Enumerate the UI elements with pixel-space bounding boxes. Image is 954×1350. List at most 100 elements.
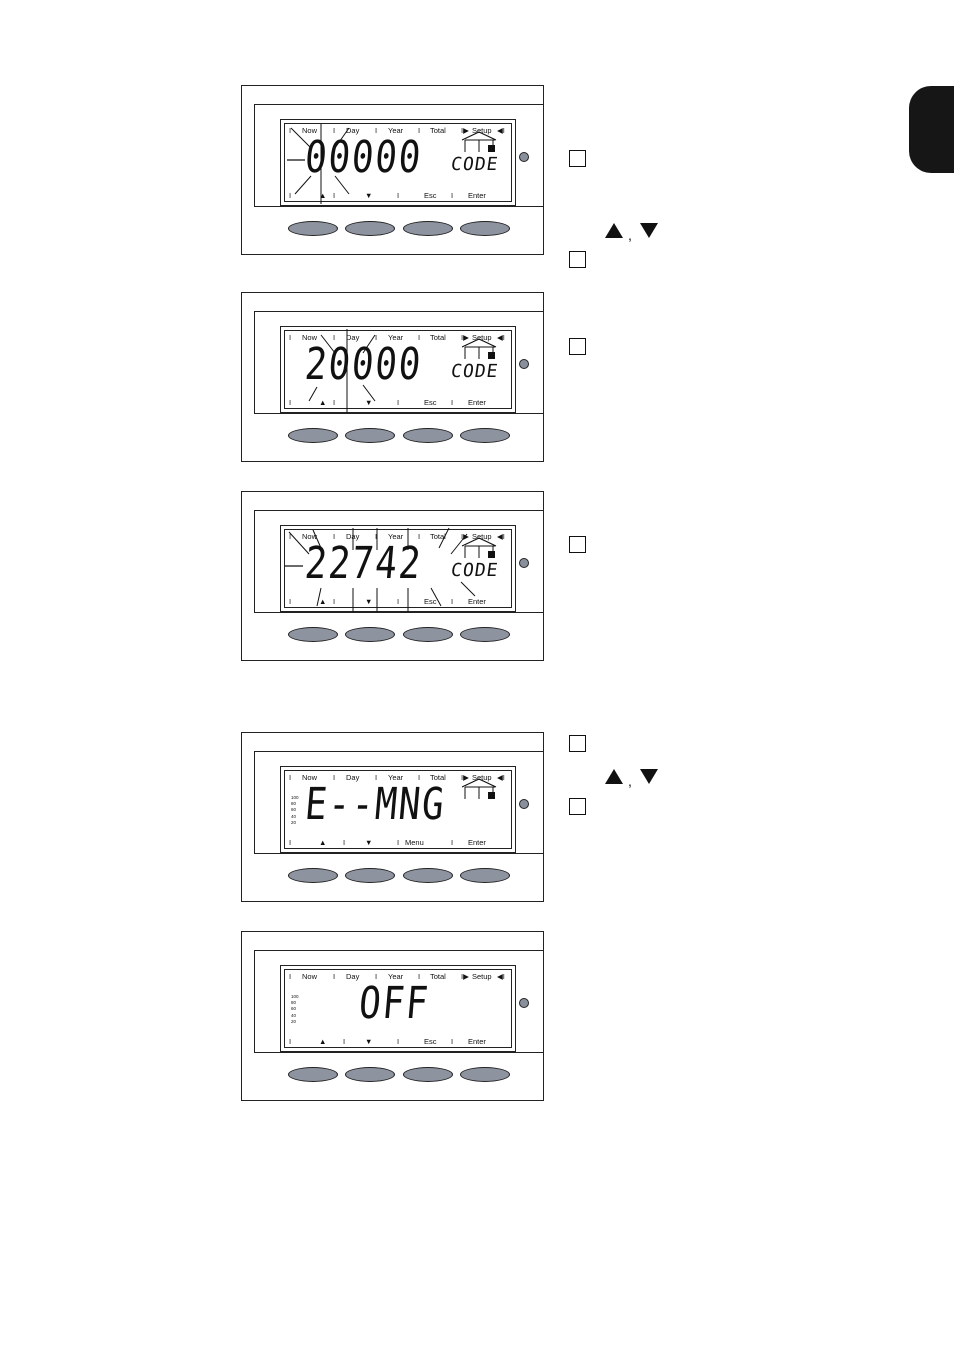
step-checkbox [569,150,586,167]
label-esc: Esc [424,1037,437,1046]
status-led [519,359,529,369]
arrow-down-icon [640,223,658,238]
label-esc: Esc [424,597,437,606]
label-total: Total [430,773,446,782]
lcd-digits: 00000 [302,132,425,183]
label-enter: Enter [468,597,486,606]
label-down: ▼ [365,597,373,606]
label-now: Now [302,972,318,981]
key-2-button[interactable] [345,627,395,642]
label-now: Now [302,532,318,541]
display-bezel [254,950,543,1053]
label-year: Year [388,333,404,342]
status-led [519,998,529,1008]
key-3-button[interactable] [403,428,453,443]
step-checkbox [569,251,586,268]
display-panel-4: I Now I Day I Year I Total I▶ Setup ◀I 1… [241,732,544,902]
key-2-button[interactable] [345,1067,395,1082]
label-day: Day [346,333,360,342]
lcd-digits: 22742 [302,538,425,589]
label-day: Day [346,773,360,782]
label-enter: Enter [468,398,486,407]
house-icon [461,338,497,359]
label-enter: Enter [468,838,486,847]
label-total: Total [430,333,446,342]
step-checkbox [569,798,586,815]
lcd-unit-code: CODE [449,154,500,175]
step-checkbox [569,536,586,553]
lcd-digits: E--MNG [302,779,448,830]
key-3-button[interactable] [403,627,453,642]
key-2-button[interactable] [345,428,395,443]
key-3-button[interactable] [403,1067,453,1082]
key-1-button[interactable] [288,1067,338,1082]
display-bezel [254,510,543,613]
label-down: ▼ [365,398,373,407]
key-3-button[interactable] [403,868,453,883]
label-total: Total [430,532,446,541]
display-panel-5: I Now I Day I Year I Total I▶ Setup ◀I 1… [241,931,544,1101]
key-2-button[interactable] [345,868,395,883]
lcd-screen: I Now I Day I Year I Total I▶ Setup ◀I 2… [280,326,516,413]
display-panel-1: I Now I Day I Year I Total I▶ Setup ◀I 0… [241,85,544,255]
label-up: ▲ [319,1037,327,1046]
key-1-button[interactable] [288,868,338,883]
key-4-button[interactable] [460,627,510,642]
label-now: Now [302,773,318,782]
label-up: ▲ [319,597,327,606]
label-down: ▼ [365,191,373,200]
key-2-button[interactable] [345,221,395,236]
display-panel-2: I Now I Day I Year I Total I▶ Setup ◀I 2… [241,292,544,462]
display-bezel [254,104,543,207]
house-icon [461,131,497,152]
status-led [519,558,529,568]
arrow-up-icon [605,769,623,784]
label-up: ▲ [319,191,327,200]
label-down: ▼ [365,1037,373,1046]
label-year: Year [388,532,404,541]
lcd-unit-code: CODE [449,560,500,581]
lcd-unit-code: CODE [449,361,500,382]
label-enter: Enter [468,191,486,200]
label-setup: Setup [472,333,492,342]
step-checkbox [569,735,586,752]
arrow-separator: , [628,773,632,789]
key-1-button[interactable] [288,221,338,236]
key-1-button[interactable] [288,428,338,443]
lcd-screen: I Now I Day I Year I Total I▶ Setup ◀I 1… [280,965,516,1052]
lcd-digits: OFF [356,978,432,1029]
label-up: ▲ [319,838,327,847]
status-led [519,152,529,162]
label-year: Year [388,126,404,135]
key-4-button[interactable] [460,428,510,443]
bar-scale: 100 80 60 40 20 [291,795,299,825]
label-esc: Esc [424,191,437,200]
key-4-button[interactable] [460,868,510,883]
label-setup: Setup [472,126,492,135]
label-menu: Menu [405,838,424,847]
label-setup: Setup [472,532,492,541]
house-icon [461,778,497,799]
house-icon [461,537,497,558]
key-1-button[interactable] [288,627,338,642]
display-bezel [254,311,543,414]
arrow-down-icon [640,769,658,784]
key-3-button[interactable] [403,221,453,236]
bar-scale: 100 80 60 40 20 [291,994,299,1024]
key-4-button[interactable] [460,1067,510,1082]
display-bezel [254,751,543,854]
step-checkbox [569,338,586,355]
label-total: Total [430,972,446,981]
lcd-screen: I Now I Day I Year I Total I▶ Setup ◀I 0… [280,119,516,206]
display-panel-3: I Now I Day I Year I Total I▶ Setup ◀I 2… [241,491,544,661]
label-down: ▼ [365,838,373,847]
arrow-separator: , [628,227,632,243]
label-now: Now [302,333,318,342]
label-day: Day [346,126,360,135]
label-setup: Setup [472,972,492,981]
status-led [519,799,529,809]
key-4-button[interactable] [460,221,510,236]
label-enter: Enter [468,1037,486,1046]
label-total: Total [430,126,446,135]
label-day: Day [346,972,360,981]
